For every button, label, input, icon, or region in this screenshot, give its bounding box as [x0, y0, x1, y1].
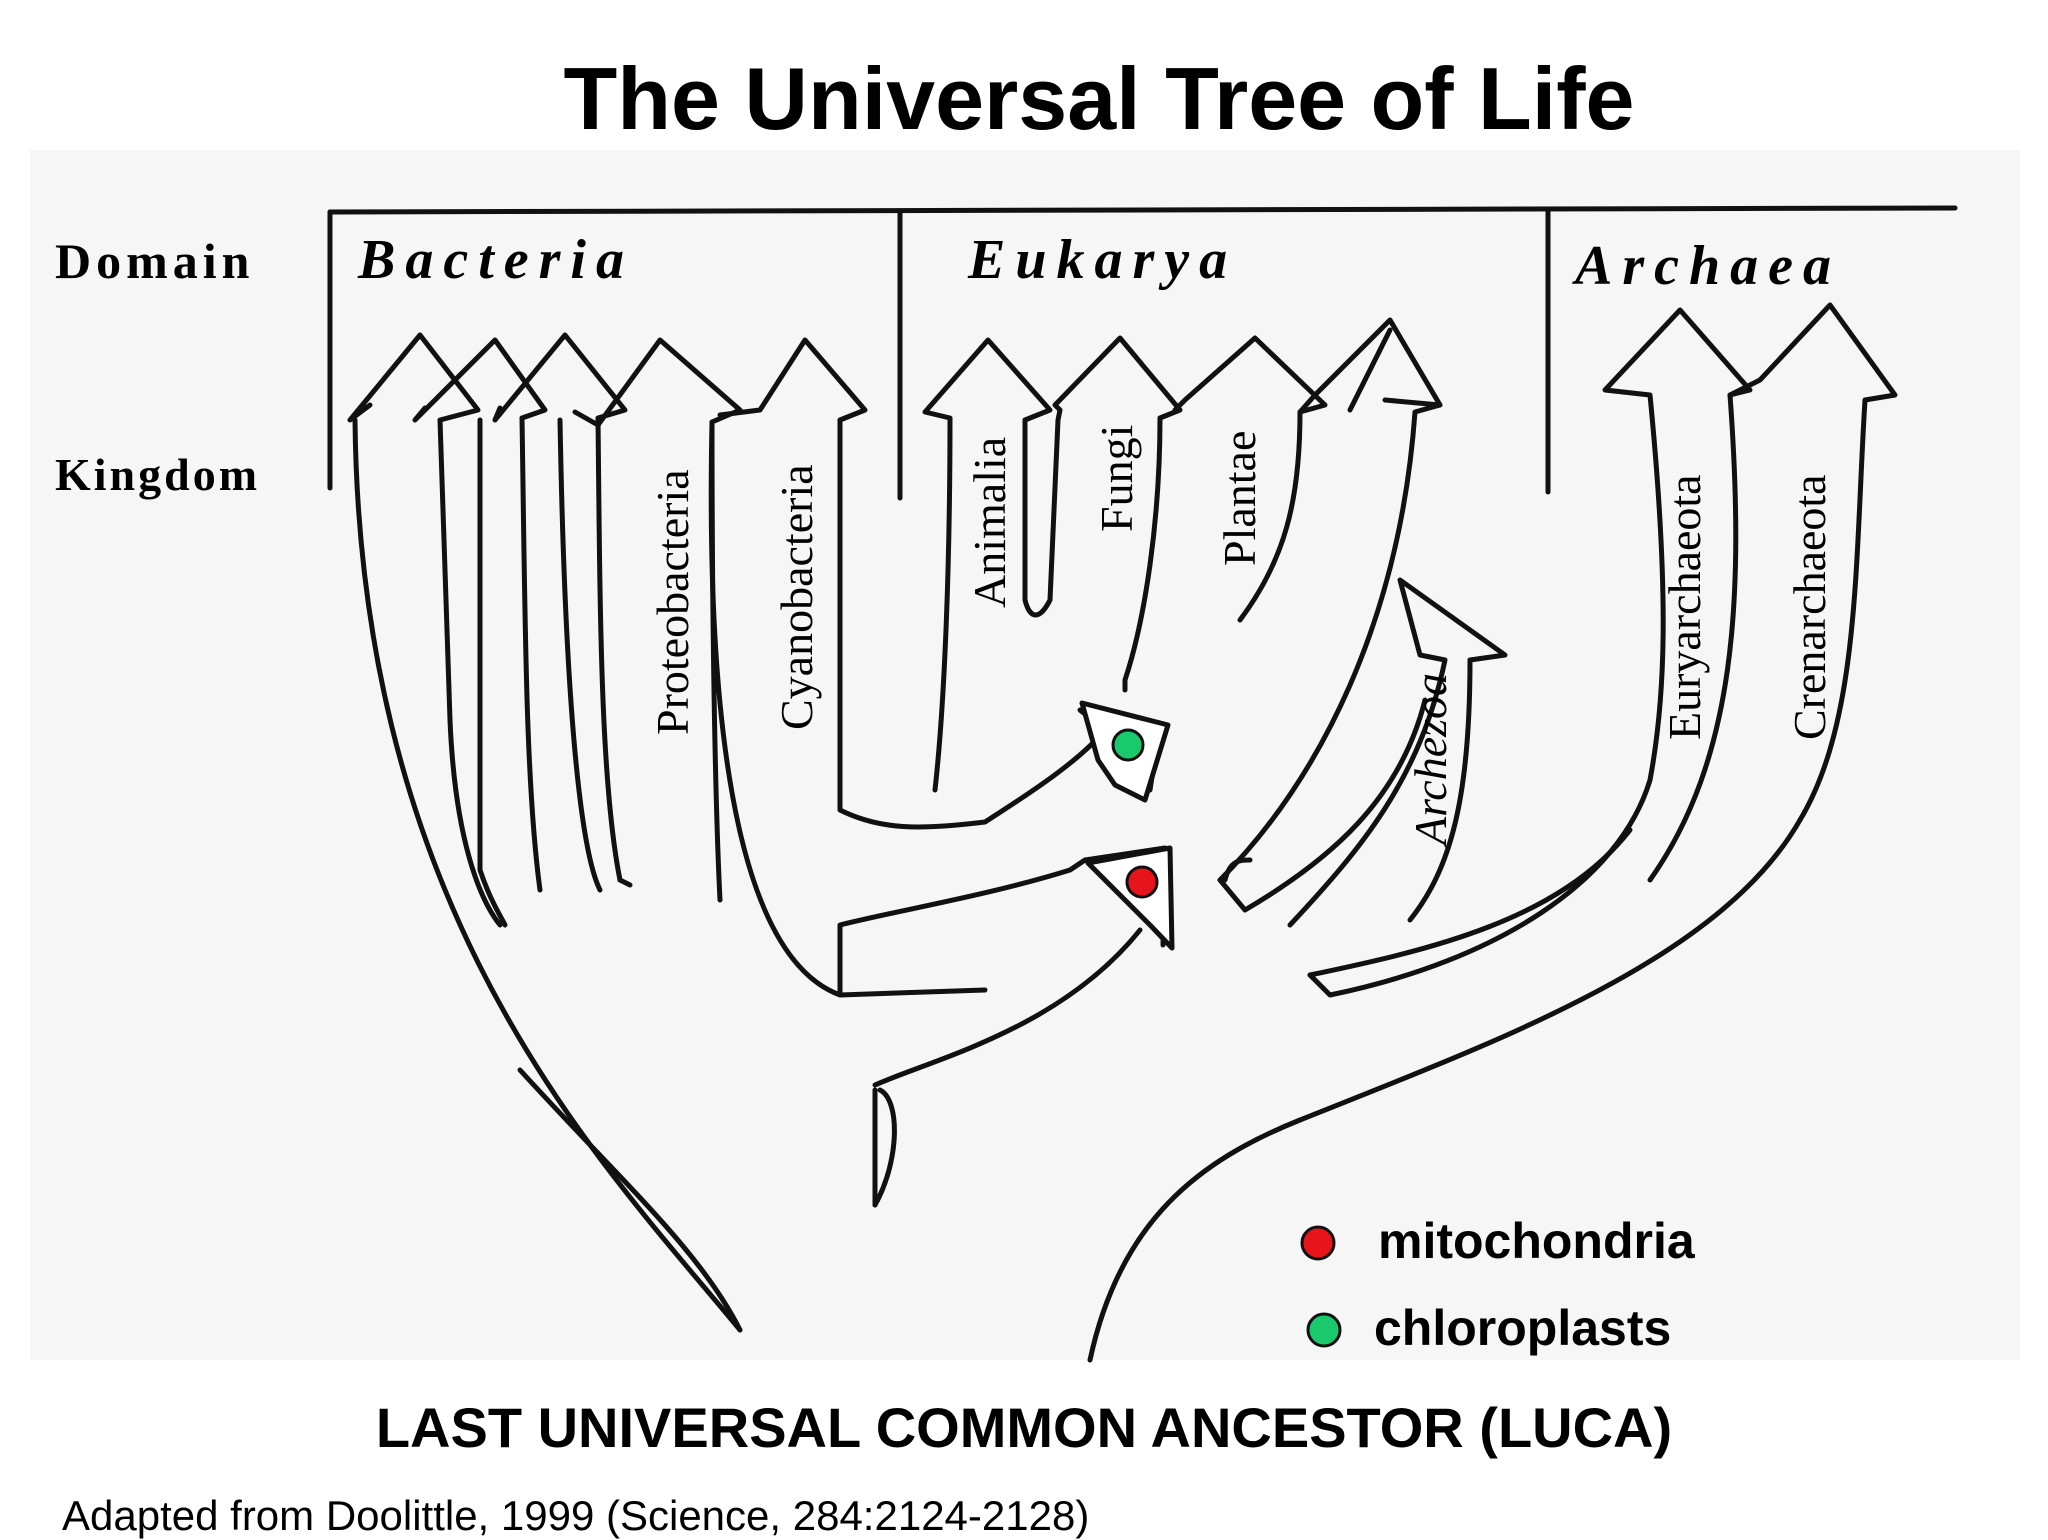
legend: mitochondria chloroplasts	[1300, 1213, 1696, 1356]
legend-chloroplasts-label: chloroplasts	[1374, 1300, 1671, 1356]
eukarya-branches	[922, 317, 1508, 928]
kingdom-label-plantae: Plantae	[1214, 431, 1265, 566]
domain-label-archaea: Archaea	[1572, 235, 1841, 297]
kingdom-rank-label: Kingdom	[55, 449, 260, 500]
page-title: The Universal Tree of Life	[563, 49, 1635, 148]
chloroplast-dot	[1111, 728, 1145, 762]
luca-trunk	[517, 1067, 897, 1333]
legend-mitochondria-swatch	[1300, 1225, 1336, 1261]
mitochondria-dot	[1125, 865, 1159, 899]
source-credit: Adapted from Doolittle, 1999 (Science, 2…	[62, 1492, 1090, 1539]
kingdom-label-proteobacteria: Proteobacteria	[647, 469, 698, 735]
kingdom-label-animalia: Animalia	[964, 437, 1015, 608]
mitochondria-arrowhead	[1085, 845, 1175, 951]
tree-diagram-background	[30, 150, 2020, 1360]
kingdom-label-euryarchaeota: Euryarchaeota	[1659, 474, 1710, 740]
kingdom-label-cyanobacteria: Cyanobacteria	[771, 464, 822, 730]
domain-label-bacteria: Bacteria	[357, 229, 634, 291]
kingdom-label-archezoa: Archezoa	[1405, 673, 1456, 848]
domain-rank-label: Domain	[55, 233, 254, 289]
legend-chloroplasts-swatch	[1306, 1312, 1342, 1348]
legend-mitochondria-label: mitochondria	[1378, 1213, 1696, 1269]
luca-root-label: LAST UNIVERSAL COMMON ANCESTOR (LUCA)	[375, 1396, 1673, 1459]
bacteria-branches	[347, 332, 988, 1333]
archaea-branches	[1087, 302, 1898, 1363]
domain-label-eukarya: Eukarya	[967, 229, 1237, 291]
kingdom-label-crenarchaeota: Crenarchaeota	[1784, 474, 1835, 740]
domain-bracket-lines	[327, 205, 1958, 501]
kingdom-label-fungi: Fungi	[1091, 425, 1142, 532]
